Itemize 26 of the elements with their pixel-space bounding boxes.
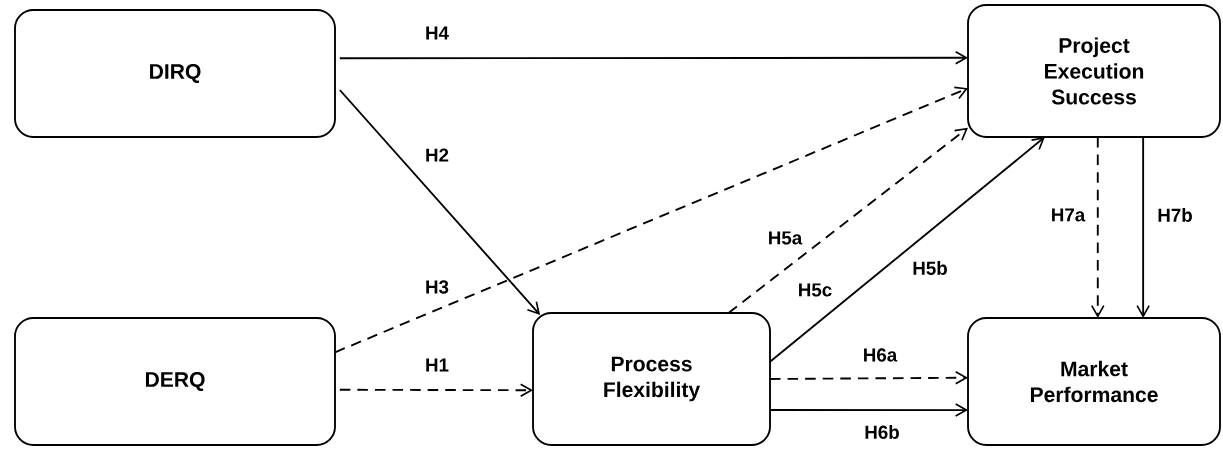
edge-label: H3 — [426, 280, 449, 294]
arrow — [1090, 136, 1105, 318]
edge-label: H7b — [1158, 208, 1192, 222]
edge-label: H7a — [1052, 208, 1086, 222]
variable-box: DIRQ — [14, 9, 336, 138]
arrow — [338, 51, 968, 65]
arrow — [1136, 136, 1150, 318]
variable-box: DERQ — [14, 317, 336, 446]
arrow — [769, 137, 1045, 363]
hypothesis-label: H5c — [799, 283, 832, 297]
edge-label: H5b — [913, 261, 947, 275]
arrow — [727, 127, 968, 314]
arrow — [338, 89, 541, 315]
arrow — [769, 403, 968, 417]
edge-label: H2 — [426, 148, 449, 162]
edge-label: H6b — [865, 425, 899, 439]
arrow — [334, 86, 968, 354]
variable-box: Market Performance — [967, 317, 1221, 446]
edge-label: H5a — [769, 231, 803, 245]
edge-label: H6a — [864, 348, 898, 362]
variable-box: Project Execution Success — [967, 4, 1221, 138]
edge-label: H1 — [426, 358, 449, 372]
variable-box: Process Flexibility — [532, 312, 771, 446]
edge-label: H4 — [426, 26, 449, 40]
arrow — [338, 383, 533, 397]
arrow — [769, 370, 968, 385]
